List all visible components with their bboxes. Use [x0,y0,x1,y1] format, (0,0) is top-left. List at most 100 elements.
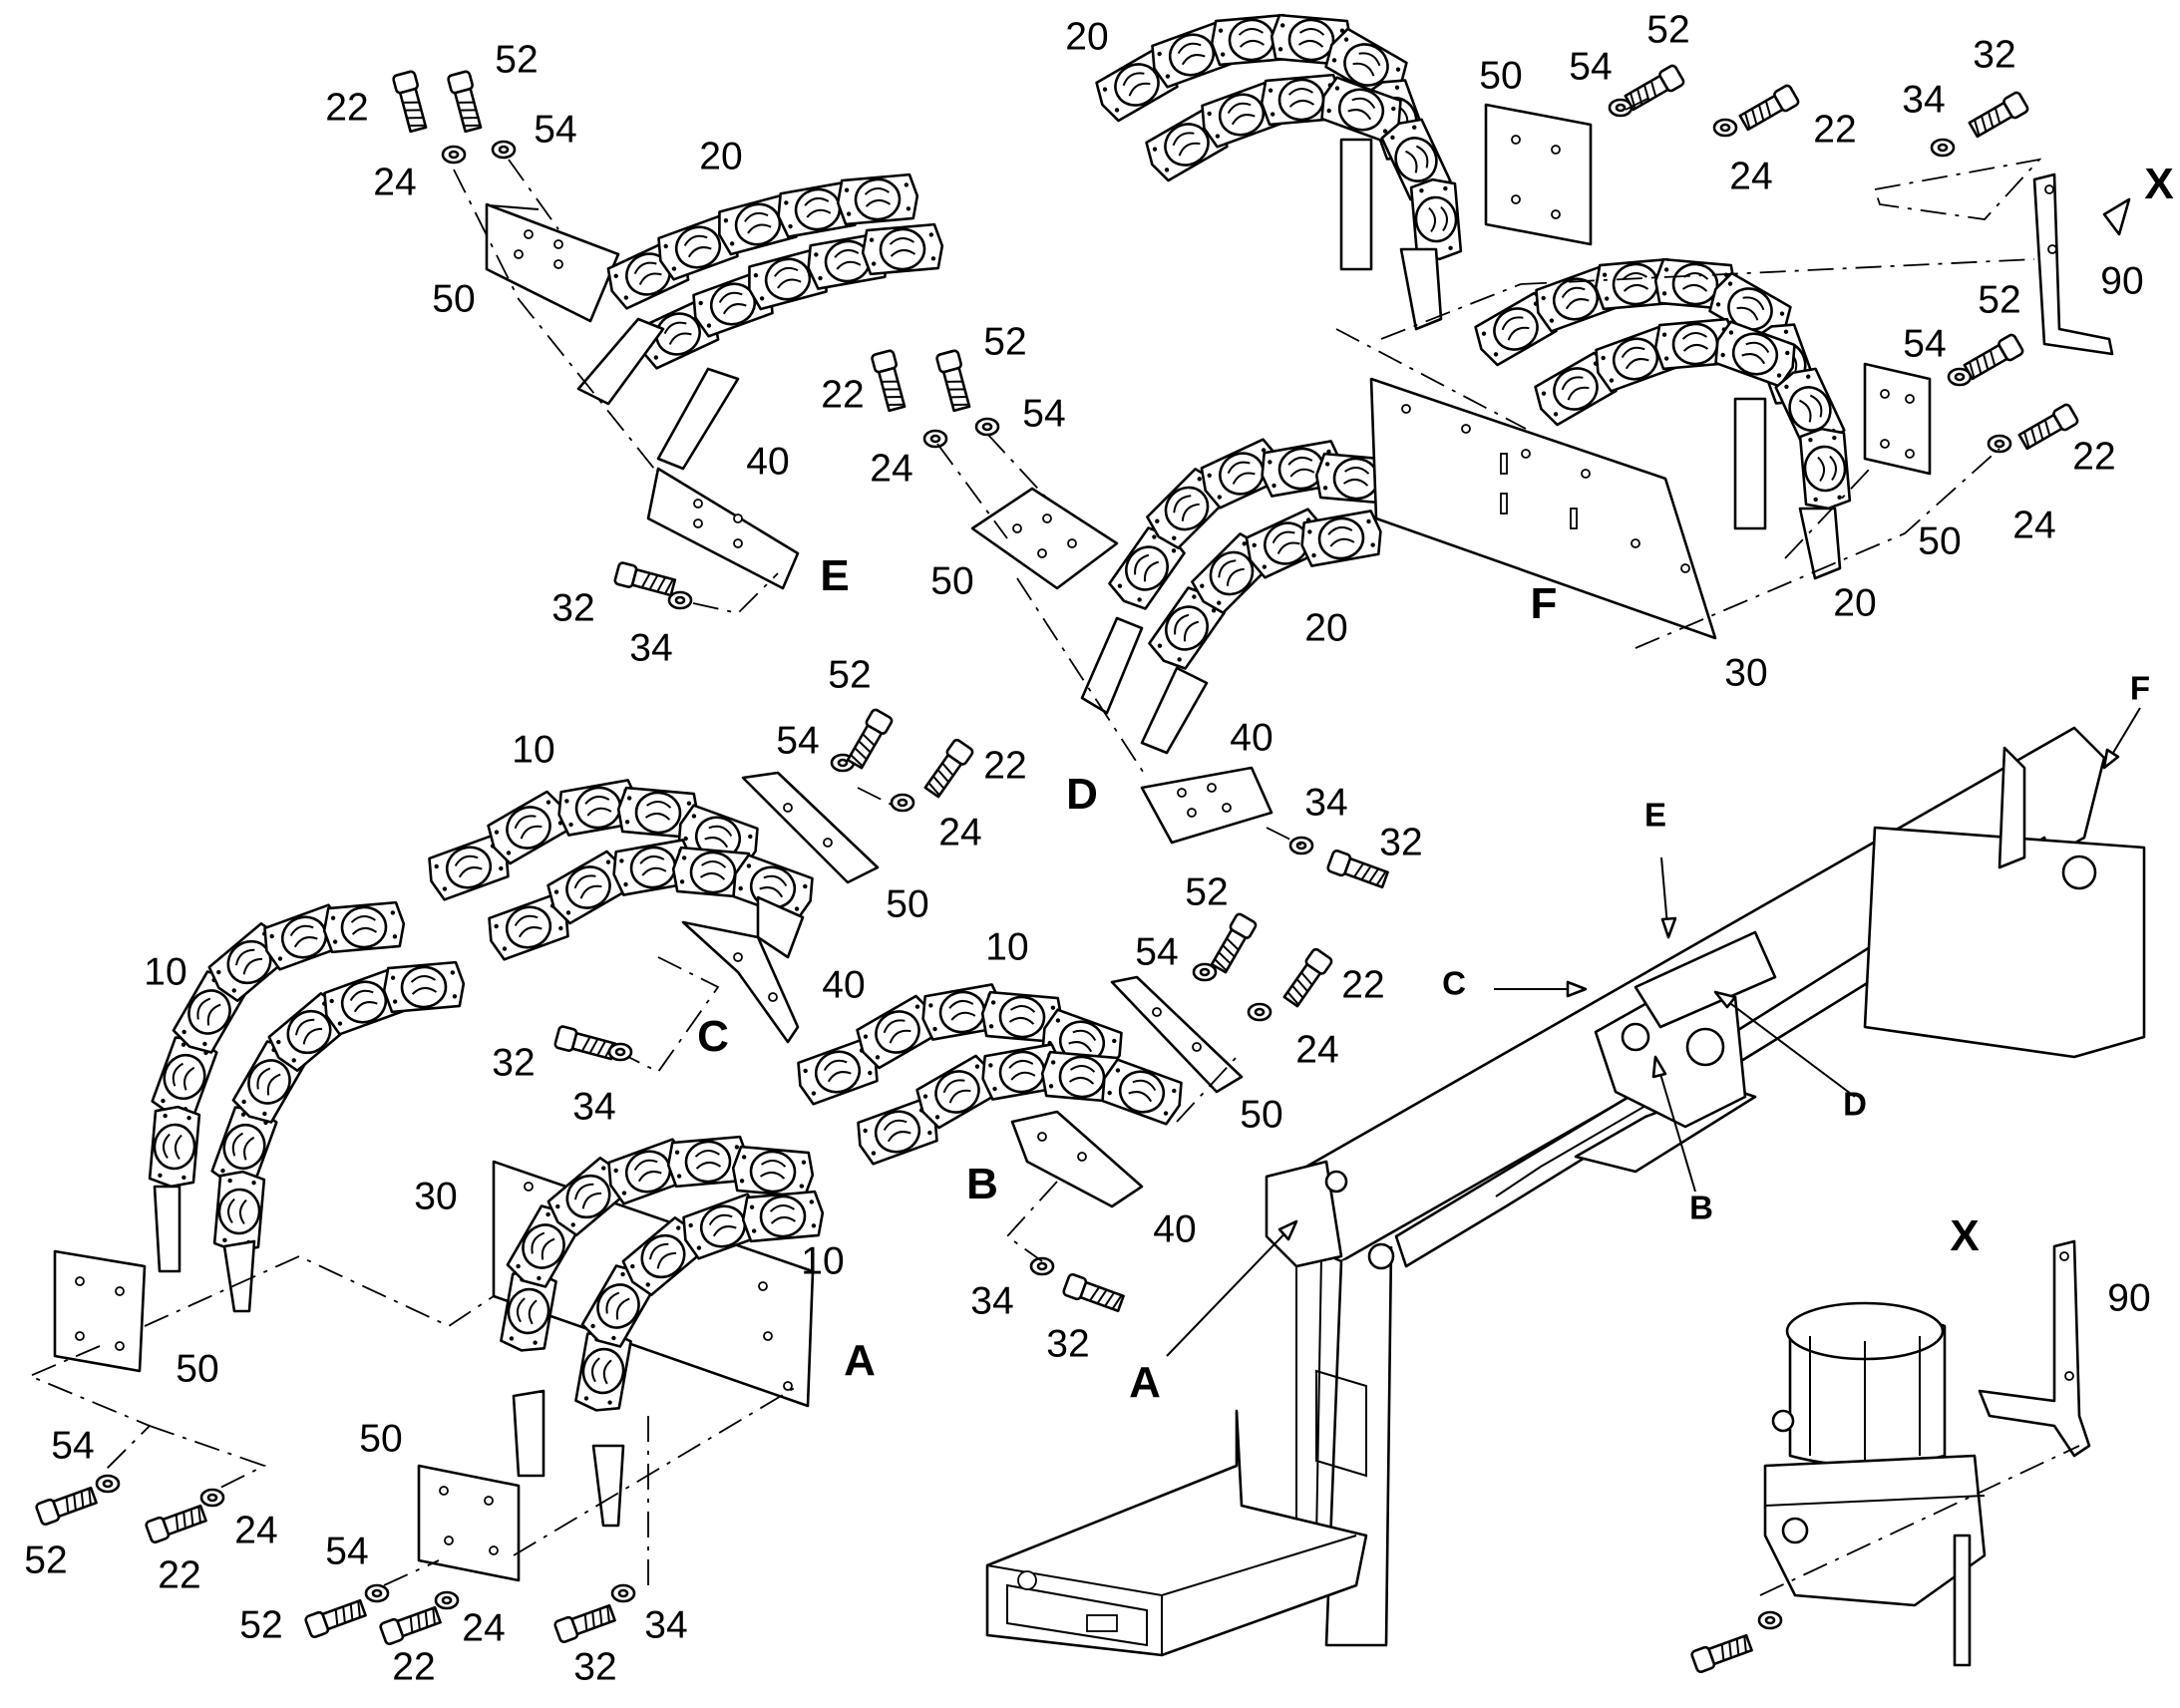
callout-54: 54 [1903,322,1947,366]
callout-32: 32 [1046,1322,1090,1366]
callout-50: 50 [930,559,974,603]
group-c [422,707,975,1074]
callout-22: 22 [392,1645,436,1689]
callout-50: 50 [1240,1093,1283,1137]
group-e [391,69,946,614]
callout-24: 24 [938,811,982,854]
pointer-label-f: F [2129,669,2151,707]
callout-50: 50 [359,1417,403,1461]
group-d [870,348,1400,891]
view-label-x: X [2144,160,2174,208]
callout-22: 22 [821,373,865,417]
view-label-a: A [844,1336,876,1385]
callout-52: 52 [239,1603,283,1647]
callout-40: 40 [822,963,866,1007]
callout-90: 90 [2107,1276,2151,1320]
leader-arrows [1166,707,2141,1357]
callout-34: 34 [629,626,673,670]
callout-50: 50 [432,277,476,321]
callout-24: 24 [2012,504,2056,547]
callout-20: 20 [1833,581,1877,625]
callout-22: 22 [983,744,1027,788]
callout-50: 50 [886,882,929,926]
callout-10: 10 [801,1239,845,1283]
cable-chain-20-f-lower [1469,257,1852,580]
boom-assembly [985,726,2146,1657]
callout-10: 10 [985,925,1029,969]
callout-32: 32 [492,1041,536,1085]
callout-34: 34 [1304,781,1348,825]
callout-24: 24 [870,447,913,491]
cable-chain-10-c [422,778,820,963]
view-label-b: B [966,1160,998,1208]
callout-32: 32 [573,1645,617,1689]
callout-22: 22 [1813,108,1857,152]
pointer-label-e: E [1643,796,1667,834]
callout-22: 22 [1341,963,1385,1007]
callout-52: 52 [983,320,1027,364]
pointer-label-b: B [1689,1189,1713,1226]
cable-chain-20-d [1080,435,1400,755]
callout-52: 52 [1978,278,2021,322]
callout-30: 30 [1724,651,1768,695]
callout-32: 32 [551,586,595,630]
callout-32: 32 [1379,821,1423,864]
callout-24: 24 [1295,1028,1339,1072]
callout-34: 34 [1902,78,1946,122]
callout-50: 50 [1479,54,1523,98]
callout-20: 20 [699,135,743,178]
callout-90: 90 [2100,259,2144,303]
callout-52: 52 [1646,8,1690,52]
callout-20: 20 [1065,15,1109,59]
callout-34: 34 [970,1279,1014,1323]
callout-40: 40 [1153,1207,1197,1251]
view-x-arrow-icon [2102,197,2131,236]
callout-54: 54 [51,1424,95,1468]
callout-54: 54 [1022,392,1066,436]
view-label-e: E [820,551,850,600]
lubrication-pump [1689,1239,2091,1675]
callout-54: 54 [1135,930,1179,974]
callout-32: 32 [1973,33,2016,77]
cable-chain-10-a-left [148,900,468,1313]
callout-24: 24 [234,1509,278,1552]
callout-10: 10 [144,950,187,994]
group-f [1090,13,2131,649]
cable-chain-10-a-right [499,1135,827,1528]
callout-54: 54 [776,719,820,763]
callout-52: 52 [828,653,872,697]
view-label-c: C [697,1012,729,1061]
group-a [27,900,827,1647]
cable-chain-20-f-upper [1090,13,1463,331]
callout-40: 40 [1230,716,1273,760]
callout-10: 10 [512,728,555,772]
callout-50: 50 [1918,519,1962,563]
callout-54: 54 [534,108,577,152]
callout-22: 22 [2072,435,2116,479]
callout-22: 22 [158,1553,201,1597]
callout-24: 24 [373,161,417,204]
callout-54: 54 [1569,45,1613,89]
pointer-label-d: D [1843,1085,1867,1123]
view-label-d: D [1066,770,1098,819]
view-label-f: F [1530,579,1558,628]
callout-40: 40 [746,440,790,484]
cable-chain-20-e [576,172,946,471]
view-label-x-detail: X [1950,1211,1980,1260]
callout-52: 52 [1185,870,1229,914]
callout-20: 20 [1304,606,1348,650]
callout-52: 52 [495,38,539,82]
callout-30: 30 [414,1175,458,1218]
pointer-label-c: C [1442,964,1466,1002]
callout-34: 34 [644,1603,688,1647]
callout-50: 50 [176,1347,219,1391]
pointer-label-a: A [1129,1358,1161,1407]
callout-54: 54 [325,1530,369,1573]
callout-52: 52 [24,1538,68,1582]
callout-22: 22 [325,86,369,130]
cable-chain-10-b [791,982,1189,1168]
group-b [791,911,1334,1315]
callout-34: 34 [572,1085,616,1129]
callout-24: 24 [1729,155,1773,198]
